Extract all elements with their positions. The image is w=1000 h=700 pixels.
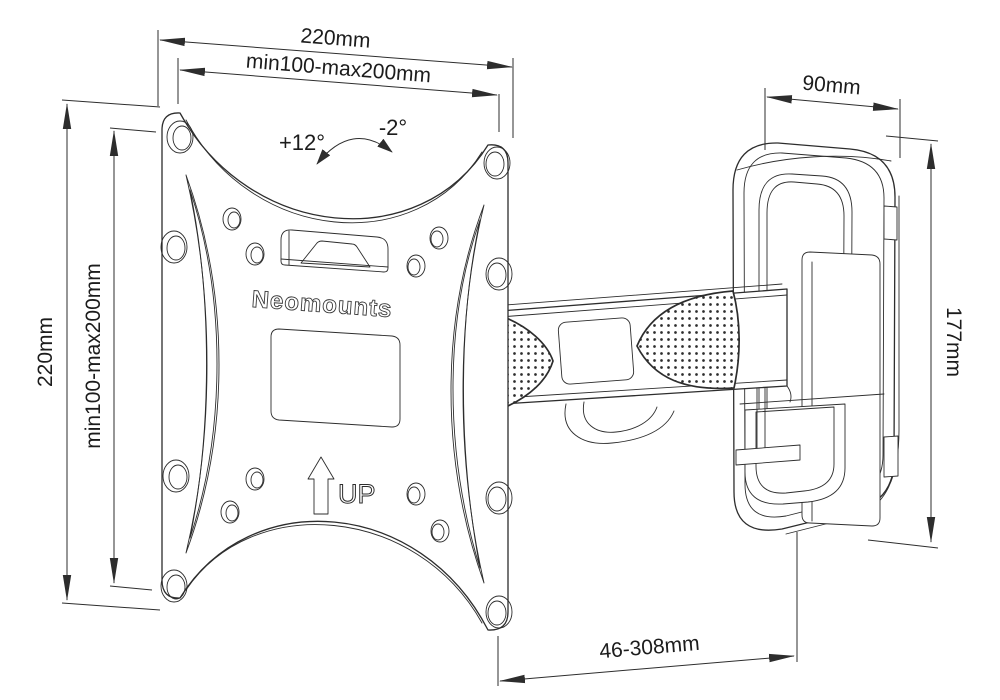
mounting-arm bbox=[499, 283, 788, 444]
wall-bracket-shelf bbox=[739, 393, 885, 405]
arm-label-plate bbox=[557, 317, 635, 385]
plate-latch bbox=[280, 229, 389, 273]
dimension-top-outer-label: 220mm bbox=[300, 24, 372, 52]
tilt-annotation: +12° -2° bbox=[279, 115, 407, 165]
dimension-wall-width-label: 90mm bbox=[801, 72, 861, 100]
hinge-platform bbox=[735, 444, 801, 466]
vesa-holes bbox=[220, 207, 450, 543]
wall-bracket-inner-outline bbox=[743, 152, 885, 518]
hinge-lower-block-inner bbox=[755, 406, 835, 494]
dimension-left-outer-label: 220mm bbox=[34, 317, 57, 387]
dimension-wall-height-label: 177mm bbox=[942, 307, 965, 377]
dimension-top-inner-label: min100-max200mm bbox=[245, 50, 432, 88]
arc-slot-right-inner bbox=[452, 219, 481, 569]
wall-bracket-tab-lower bbox=[883, 435, 899, 478]
plate-recess bbox=[270, 328, 401, 428]
dimension-wall-width: 90mm bbox=[764, 72, 901, 158]
dimension-left-inner-label: min100-max200mm bbox=[82, 263, 105, 449]
arm-hook-outer bbox=[564, 403, 675, 444]
arm-top-strip bbox=[504, 283, 783, 306]
tilt-arc-icon bbox=[316, 138, 393, 165]
arm-bottom-edge bbox=[501, 379, 788, 399]
arm-hinge bbox=[735, 385, 801, 466]
dimension-extension-label: 46-308mm bbox=[598, 632, 700, 663]
dimension-top-outer: 220mm bbox=[157, 24, 514, 138]
arc-slot-left-inner bbox=[189, 189, 218, 539]
up-label: UP bbox=[338, 479, 376, 509]
wall-bracket-tab-upper bbox=[883, 205, 898, 241]
hinge-connection-curve bbox=[786, 385, 792, 403]
dimension-extension: 46-308mm bbox=[497, 532, 798, 686]
dimension-left-outer: 220mm bbox=[34, 99, 161, 611]
vesa-plate: Neomounts UP bbox=[160, 112, 513, 631]
dimension-left-inner: min100-max200mm bbox=[82, 127, 157, 591]
plate-outline bbox=[161, 112, 509, 631]
corner-holes bbox=[160, 120, 513, 629]
tilt-positive-label: +12° bbox=[279, 130, 325, 155]
dimension-wall-height: 177mm bbox=[867, 135, 965, 549]
plate-bottom-flange bbox=[185, 524, 483, 624]
arm-top-edge bbox=[499, 294, 788, 318]
wall-bracket-top-crease bbox=[736, 155, 892, 171]
up-arrow-icon bbox=[307, 456, 335, 515]
arm-grip-pad-right bbox=[636, 290, 740, 390]
arm-hook-inner bbox=[582, 401, 658, 433]
tilt-negative-label: -2° bbox=[379, 115, 407, 140]
plate-top-flange bbox=[185, 119, 483, 224]
